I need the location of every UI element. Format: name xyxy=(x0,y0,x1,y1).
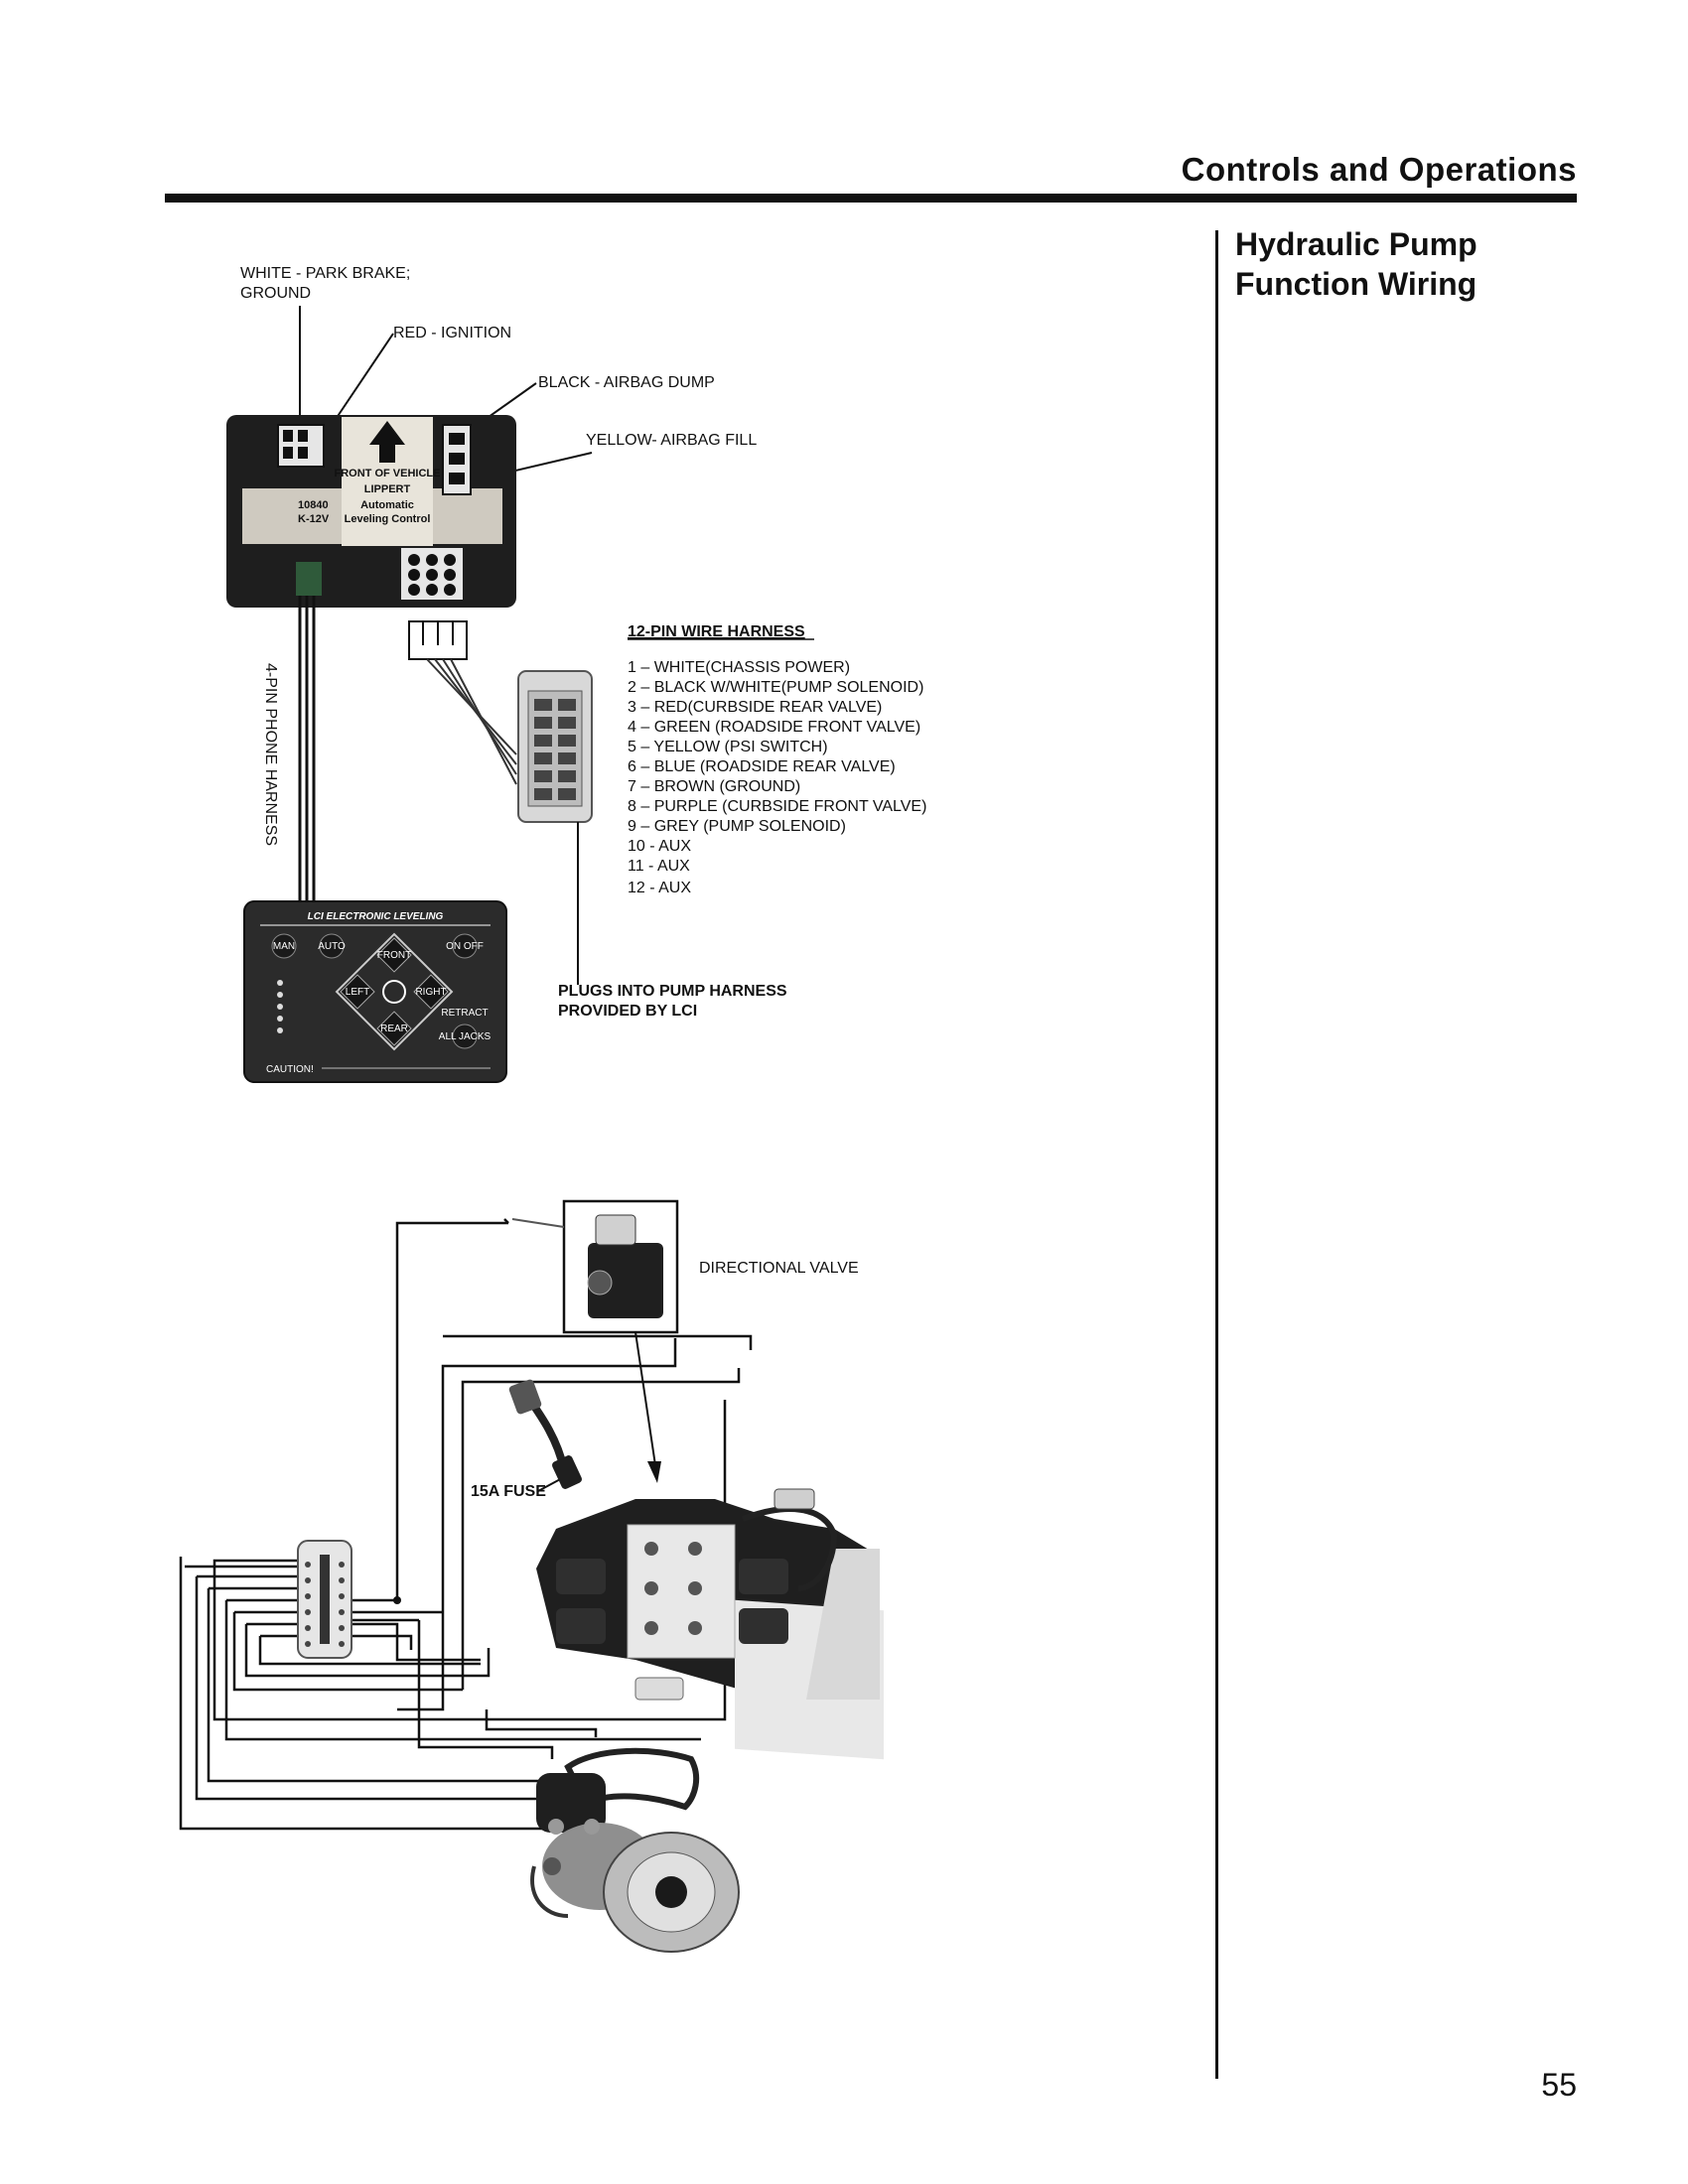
harness-pin-9: 9 – GREY (PUMP SOLENOID) xyxy=(628,818,846,835)
panel-right-label: RIGHT xyxy=(415,987,446,998)
directional-valve xyxy=(511,1199,679,1334)
bottom-12pin-connector xyxy=(297,1540,352,1659)
harness-pin-3: 3 – RED(CURBSIDE REAR VALVE) xyxy=(628,699,882,716)
harness-pin-7: 7 – BROWN (GROUND) xyxy=(628,778,800,795)
controller-brand: LIPPERT xyxy=(364,483,411,495)
sidebar-title-line1: Hydraulic Pump xyxy=(1235,226,1477,262)
controller-part-no: 10840 xyxy=(298,499,329,511)
harness-12pin-connector xyxy=(517,670,593,823)
leveling-controller: FRONT OF VEHICLE LIPPERT Automatic Level… xyxy=(226,415,516,608)
header-rule xyxy=(165,194,1577,203)
panel-title: LCI ELECTRONIC LEVELING xyxy=(308,911,444,922)
panel-retract-label: RETRACT xyxy=(441,1008,488,1019)
callout-yellow-airbag-fill: YELLOW- AIRBAG FILL xyxy=(586,432,757,449)
sidebar-divider xyxy=(1215,230,1218,2079)
sidebar-title-line2: Function Wiring xyxy=(1235,266,1477,302)
panel-left-button xyxy=(340,974,375,1010)
panel-all-jacks-button xyxy=(452,1024,478,1049)
callout-white-park-brake-1: WHITE - PARK BRAKE; xyxy=(240,265,410,282)
callout-plugs-into-1: PLUGS INTO PUMP HARNESS xyxy=(558,983,787,1000)
harness-plug xyxy=(408,620,468,660)
wire-junction-dot xyxy=(393,1596,401,1604)
callout-directional-valve: DIRECTIONAL VALVE xyxy=(699,1260,859,1277)
valve-arrow-head xyxy=(647,1461,661,1483)
harness-pin-11: 11 - AUX xyxy=(628,858,690,875)
harness-pin-4: 4 – GREEN (ROADSIDE FRONT VALVE) xyxy=(628,719,920,736)
panel-front-label: FRONT xyxy=(377,950,411,961)
panel-all-jacks-label: ALL JACKS xyxy=(439,1031,492,1042)
harness-pin-12: 12 - AUX xyxy=(628,880,691,896)
lci-logo-icon xyxy=(382,980,406,1004)
panel-indicator-lights xyxy=(277,980,283,1033)
hydraulic-pump-manifold xyxy=(536,1488,884,1760)
panel-right-button xyxy=(413,974,449,1010)
controller-front-label: FRONT OF VEHICLE xyxy=(335,468,441,479)
controller-voltage: K-12V xyxy=(298,513,330,525)
phone-harness-wires xyxy=(298,596,316,901)
panel-man-button xyxy=(271,933,297,959)
harness-pin-6: 6 – BLUE (ROADSIDE REAR VALVE) xyxy=(628,758,896,775)
harness-pin-1: 1 – WHITE(CHASSIS POWER) xyxy=(628,659,850,676)
valve-arrow-line xyxy=(634,1331,656,1466)
pump-wiring-lines xyxy=(179,1218,753,1831)
wiring-diagram: WHITE - PARK BRAKE; GROUND RED - IGNITIO… xyxy=(179,265,926,1953)
callout-15a-fuse: 15A FUSE xyxy=(471,1483,546,1500)
pump-motor xyxy=(530,1747,740,1953)
leveling-control-panel: LCI ELECTRONIC LEVELING MAN AUTO ON OFF … xyxy=(243,900,507,1083)
callout-phone-harness: 4-PIN PHONE HARNESS xyxy=(262,663,279,846)
panel-onoff-label: ON OFF xyxy=(446,941,484,952)
controller-label-line1: Automatic xyxy=(360,499,414,511)
callout-white-park-brake-2: GROUND xyxy=(240,285,311,302)
harness-wires xyxy=(426,658,517,785)
panel-onoff-button xyxy=(452,933,478,959)
harness-pin-5: 5 – YELLOW (PSI SWITCH) xyxy=(628,739,828,755)
panel-rear-label: REAR xyxy=(380,1024,408,1034)
panel-caution: CAUTION! xyxy=(266,1064,314,1075)
controller-connector-left xyxy=(283,430,308,459)
harness-pin-10: 10 - AUX xyxy=(628,838,691,855)
sidebar-title: Hydraulic Pump Function Wiring xyxy=(1235,224,1553,304)
panel-man-label: MAN xyxy=(273,941,295,952)
section-title: Controls and Operations xyxy=(1181,151,1577,188)
callout-red-ignition: RED - IGNITION xyxy=(393,325,511,341)
panel-rear-button xyxy=(376,1011,412,1046)
panel-front-button xyxy=(376,937,412,973)
controller-label-line2: Leveling Control xyxy=(345,513,431,525)
harness-title: 12-PIN WIRE HARNESS xyxy=(628,623,805,640)
callout-black-airbag-dump: BLACK - AIRBAG DUMP xyxy=(538,374,715,391)
harness-pin-2: 2 – BLACK W/WHITE(PUMP SOLENOID) xyxy=(628,679,923,696)
page-number: 55 xyxy=(1541,2067,1577,2103)
harness-pin-list: 1 – WHITE(CHASSIS POWER) 2 – BLACK W/WHI… xyxy=(628,659,926,896)
front-arrow-icon xyxy=(369,421,405,463)
callout-plugs-into-2: PROVIDED BY LCI xyxy=(558,1003,697,1020)
panel-auto-label: AUTO xyxy=(318,941,346,952)
panel-left-label: LEFT xyxy=(346,987,369,998)
harness-pin-8: 8 – PURPLE (CURBSIDE FRONT VALVE) xyxy=(628,798,926,815)
controller-12pin-port xyxy=(408,554,456,596)
panel-auto-button xyxy=(319,933,345,959)
